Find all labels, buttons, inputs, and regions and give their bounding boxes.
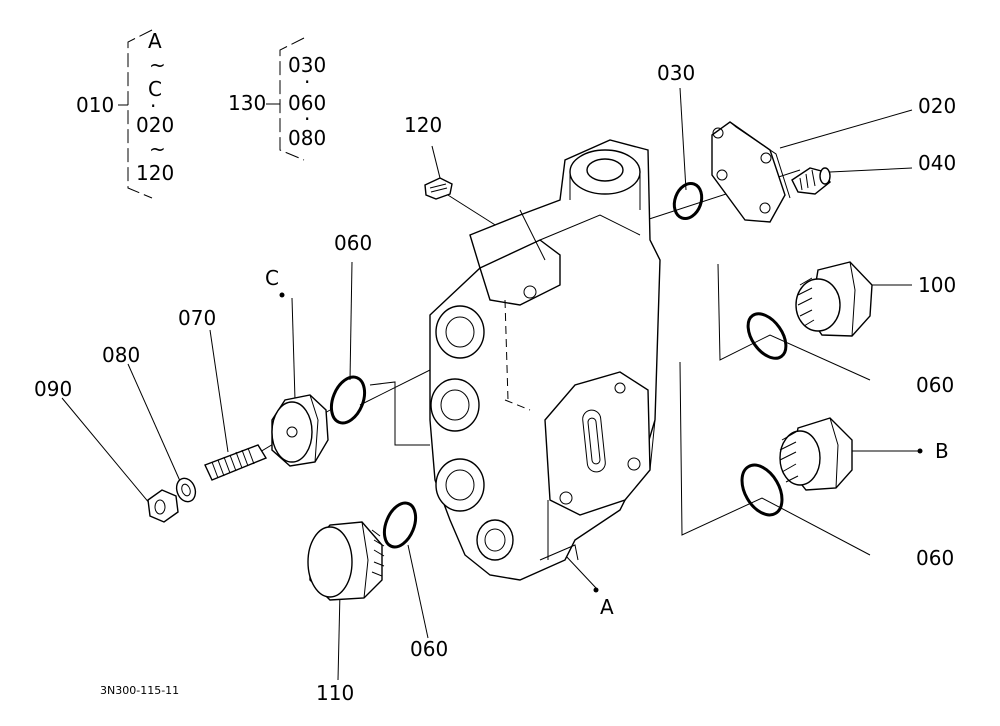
label-060-right-top: 060 — [916, 373, 954, 397]
bracket-010-item-dot: · — [150, 94, 156, 118]
label-040: 040 — [918, 151, 956, 175]
label-080: 080 — [102, 343, 140, 367]
figure-code: 3N300-115-11 — [100, 684, 179, 697]
leader-lines — [61, 87, 918, 681]
bracket-010-item-c: C — [148, 77, 162, 101]
bracket-010-item-020: 020 — [136, 113, 174, 137]
label-110: 110 — [316, 681, 354, 705]
part-030-oring — [672, 182, 704, 220]
part-c-cap — [271, 394, 329, 467]
part-080-washer — [175, 477, 197, 503]
part-060-oring-right-top — [746, 312, 788, 360]
part-b-plug — [779, 417, 853, 491]
label-c: C — [265, 266, 279, 290]
bracket-010-group: 010 A ~ C · 020 ~ 120 — [76, 29, 174, 199]
label-a: A — [600, 595, 614, 619]
part-060-oring-right-bottom — [740, 463, 784, 517]
label-020: 020 — [918, 94, 956, 118]
bracket-130-item-dot2: · — [304, 107, 310, 131]
part-060-oring-left — [329, 375, 367, 425]
valve-body — [429, 139, 661, 581]
bracket-130-key: 130 — [228, 91, 266, 115]
bracket-010-key: 010 — [76, 93, 114, 117]
bracket-010-item-120: 120 — [136, 161, 174, 185]
part-060-oring-bottom — [382, 501, 418, 549]
label-060-bottom: 060 — [410, 637, 448, 661]
callout-dot-c — [279, 292, 285, 298]
bracket-130-brace — [279, 37, 305, 161]
callout-dot-a — [593, 587, 599, 593]
bracket-010-item-tilde2: ~ — [149, 137, 166, 161]
bracket-010-brace — [127, 29, 153, 199]
bracket-130-item-dot1: · — [304, 70, 310, 94]
bracket-130-item-030: 030 — [288, 53, 326, 77]
part-020-cover — [711, 121, 791, 223]
bracket-130-item-060: 060 — [288, 91, 326, 115]
label-060-left: 060 — [334, 231, 372, 255]
part-110-plug — [307, 521, 385, 601]
part-040-fitting — [791, 167, 831, 195]
label-030: 030 — [657, 61, 695, 85]
label-070: 070 — [178, 306, 216, 330]
part-070-spring — [204, 444, 268, 481]
bracket-130-item-080: 080 — [288, 126, 326, 150]
label-b: B — [935, 439, 949, 463]
label-120: 120 — [404, 113, 442, 137]
callout-dot-b — [917, 448, 923, 454]
label-090: 090 — [34, 377, 72, 401]
part-090-nut — [147, 489, 179, 523]
label-060-right-bottom: 060 — [916, 546, 954, 570]
bracket-010-item-a: A — [148, 29, 162, 53]
part-100-plug — [795, 261, 873, 337]
bracket-010-item-tilde1: ~ — [149, 53, 166, 77]
bracket-130-group: 130 030 · 060 · 080 — [228, 37, 326, 161]
part-120-plug — [424, 177, 453, 200]
label-100: 100 — [918, 273, 956, 297]
